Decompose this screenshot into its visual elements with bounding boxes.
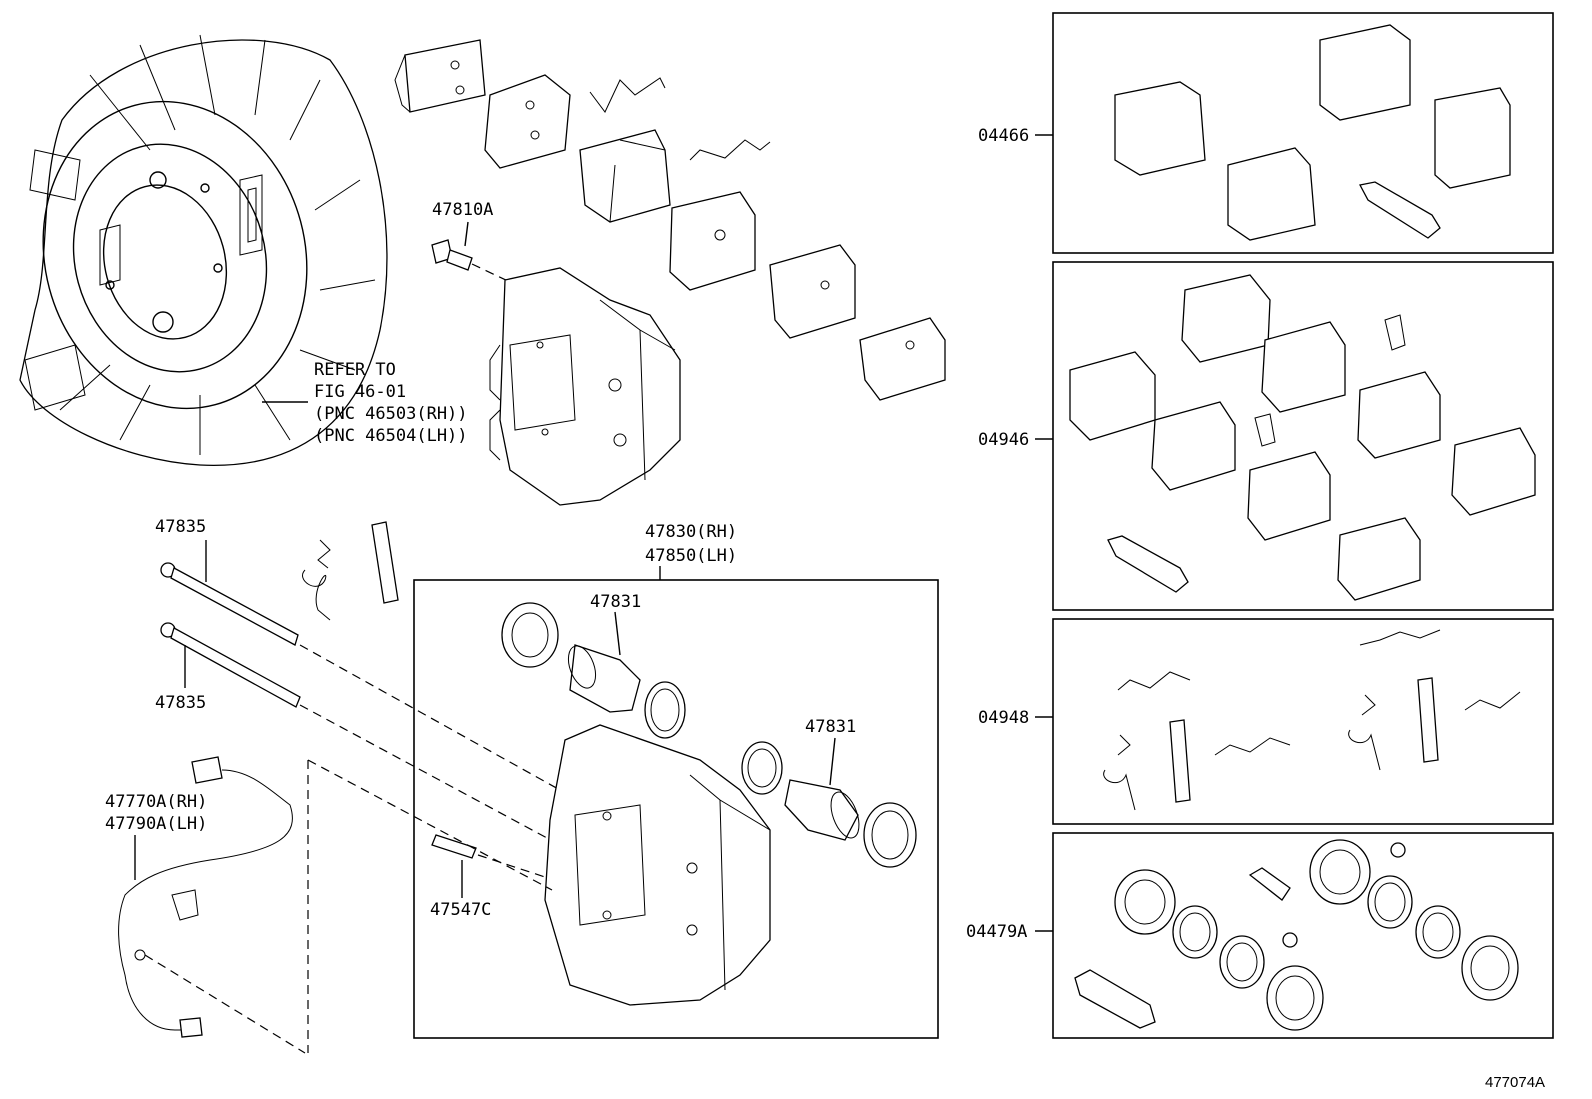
refer-line-2: FIG 46-01 xyxy=(314,382,406,402)
label-piston-lower: 47831 xyxy=(805,717,856,737)
label-04466: 04466 xyxy=(978,126,1029,146)
speed-sensor: 47770A(RH) 47790A(LH) xyxy=(105,756,553,1054)
label-04948: 04948 xyxy=(978,708,1029,728)
figure-id: 477074A xyxy=(1485,1074,1545,1091)
label-sensor-rh: 47770A(RH) xyxy=(105,792,207,812)
kit-04946: 04946 xyxy=(978,261,1554,611)
label-sensor-lh: 47790A(LH) xyxy=(105,814,207,834)
label-caliper-rh: 47830(RH) xyxy=(645,522,737,542)
label-04946: 04946 xyxy=(978,430,1029,450)
bolt-47810a: 47810A xyxy=(431,200,511,283)
label-47810a: 47810A xyxy=(432,200,493,220)
label-bleeder: 47547C xyxy=(430,900,491,920)
label-04479a: 04479A xyxy=(966,922,1027,942)
pad-shims-top xyxy=(394,39,946,401)
caliper-assembly: 47830(RH) 47850(LH) 47831 47831 47547C xyxy=(413,522,939,1039)
refer-to-note: REFER TO FIG 46-01 (PNC 46503(RH)) (PNC … xyxy=(262,360,468,446)
label-pin-top: 47835 xyxy=(155,517,206,537)
refer-line-1: REFER TO xyxy=(314,360,396,380)
dust-shield xyxy=(19,34,388,466)
kit-04948: 04948 xyxy=(978,618,1554,825)
label-piston-upper: 47831 xyxy=(590,592,641,612)
refer-line-4: (PNC 46504(LH)) xyxy=(314,426,468,446)
kit-04479a: 04479A xyxy=(966,832,1554,1039)
refer-line-3: (PNC 46503(RH)) xyxy=(314,404,468,424)
caliper-top-reference xyxy=(489,267,681,506)
label-caliper-lh: 47850(LH) xyxy=(645,546,737,566)
guide-pins: 47835 47835 xyxy=(155,517,561,846)
label-pin-bottom: 47835 xyxy=(155,693,206,713)
kit-04466: 04466 xyxy=(978,12,1554,254)
